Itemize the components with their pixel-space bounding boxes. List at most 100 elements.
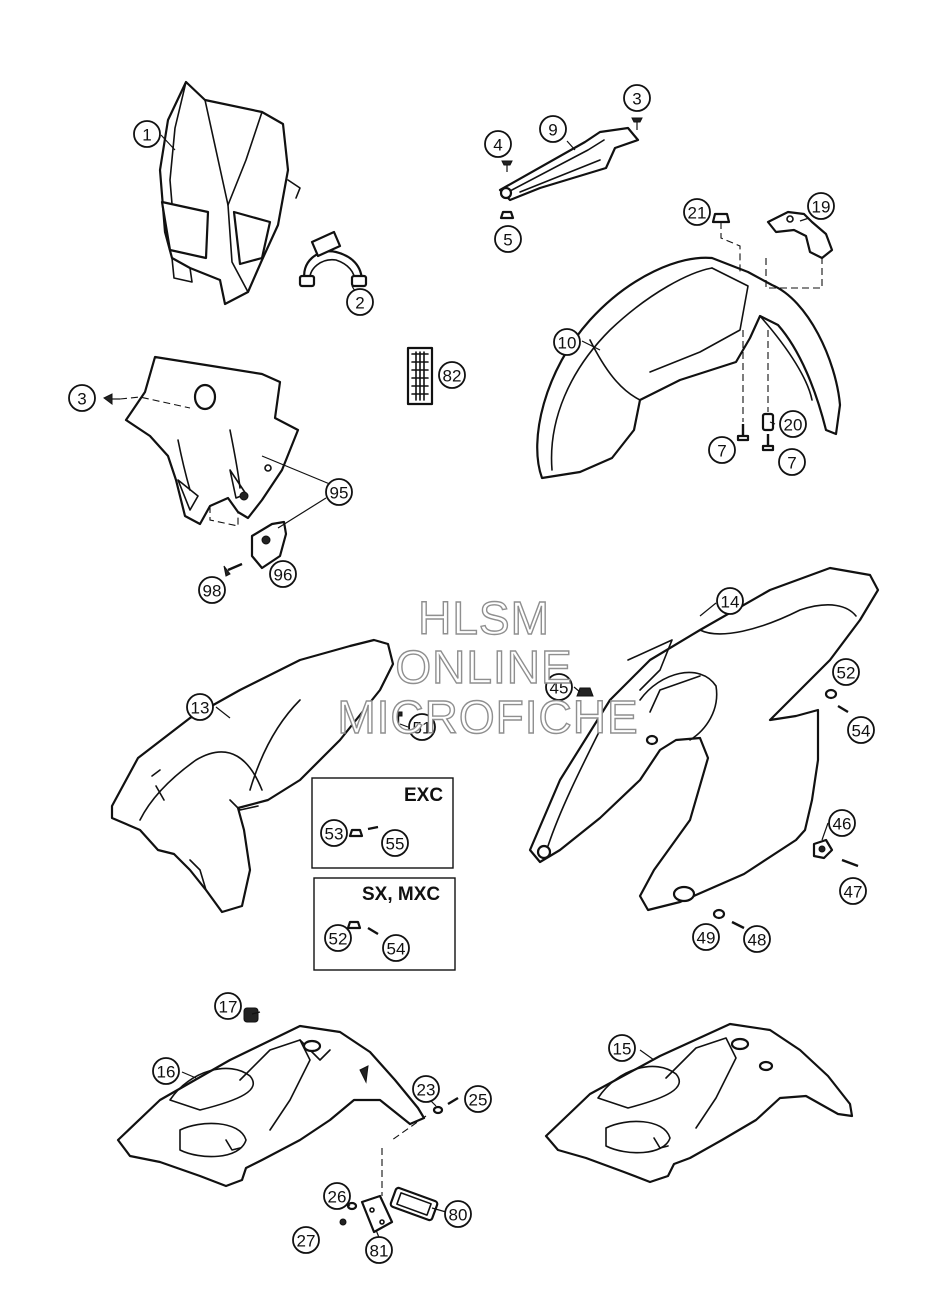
callout-25: 25 [464,1085,492,1113]
callout-3-top: 3 [623,84,651,112]
svg-text:95: 95 [330,484,349,503]
watermark-line-3: MICROFICHE [337,691,638,743]
svg-text:45: 45 [550,679,569,698]
callout-81: 81 [365,1236,393,1264]
svg-text:53: 53 [325,825,344,844]
fender-bracket-part [766,210,834,260]
screw-4-part [501,160,513,172]
svg-text:98: 98 [203,582,222,601]
rubber-46-part [812,838,834,860]
callout-3-mid: 3 [68,384,96,412]
callout-47: 47 [839,877,867,905]
washer-23-part [432,1105,444,1115]
svg-text:1: 1 [142,126,151,145]
callout-95: 95 [325,478,353,506]
callout-4: 4 [484,130,512,158]
callout-1: 1 [133,120,161,148]
svg-text:10: 10 [558,334,577,353]
callout-27: 27 [292,1226,320,1254]
svg-text:3: 3 [77,390,86,409]
screw-98-part [223,562,243,577]
callout-21: 21 [683,198,711,226]
svg-text:7: 7 [717,442,726,461]
callout-20: 20 [779,410,807,438]
svg-text:15: 15 [613,1040,632,1059]
svg-text:21: 21 [688,204,707,223]
svg-text:27: 27 [297,1232,316,1251]
callout-52-box: 52 [324,924,352,952]
callout-49: 49 [692,923,720,951]
svg-text:48: 48 [748,931,767,950]
callout-17: 17 [214,992,242,1020]
screw-47-part [841,858,859,868]
callout-16: 16 [152,1057,180,1085]
callout-14: 14 [716,587,744,615]
svg-text:3: 3 [632,90,641,109]
svg-text:23: 23 [417,1081,436,1100]
screw-54-part [837,704,849,714]
watermark-line-2: ONLINE [395,641,572,693]
svg-text:2: 2 [355,294,364,313]
svg-text:19: 19 [812,198,831,217]
svg-text:7: 7 [787,454,796,473]
nut-45-part [576,687,594,697]
screw-27-part [339,1218,347,1226]
screw-25-part [447,1096,459,1106]
screw-3-side-part [103,393,120,405]
svg-text:47: 47 [844,883,863,902]
screw-3-top-part [631,117,643,130]
front-fender-part [536,256,842,480]
reflector-part [406,346,434,406]
rear-fender-decor-15-part [544,1022,854,1184]
spacer-20-part [761,412,775,432]
svg-text:26: 26 [328,1188,347,1207]
variant-box-sx-mxc: SX, MXC [313,877,456,971]
rear-fender-decor-16-part [116,1024,426,1188]
callout-5: 5 [494,225,522,253]
svg-text:17: 17 [219,998,238,1017]
svg-text:4: 4 [493,136,502,155]
callout-82: 82 [438,361,466,389]
reflector-80-part [389,1186,439,1222]
callout-98: 98 [198,576,226,604]
callout-26: 26 [323,1182,351,1210]
svg-text:13: 13 [191,699,210,718]
side-panel-part [528,566,880,912]
callout-55: 55 [381,829,409,857]
callout-96: 96 [269,560,297,588]
headlight-mask-part [158,80,301,306]
svg-text:54: 54 [387,940,406,959]
svg-text:20: 20 [784,416,803,435]
nut-5-part [499,210,515,220]
watermark: HLSM ONLINE MICROFICHE [337,591,639,743]
callout-15: 15 [608,1034,636,1062]
callout-51: 51 [408,713,436,741]
callout-53: 53 [320,819,348,847]
callout-7b: 7 [778,448,806,476]
callout-2: 2 [346,288,374,316]
svg-text:5: 5 [503,231,512,250]
svg-text:9: 9 [548,121,557,140]
svg-text:52: 52 [329,930,348,949]
svg-text:51: 51 [413,719,432,738]
watermark-line-1: HLSM [418,592,550,644]
callout-54-right: 54 [847,716,875,744]
washer-52-part [824,688,838,700]
callout-9: 9 [539,115,567,143]
callout-52-right: 52 [832,658,860,686]
bumper-17-part [243,1007,259,1023]
svg-text:80: 80 [449,1206,468,1225]
headlight-bracket-part [298,230,368,288]
rear-fender-part [110,638,395,914]
svg-text:25: 25 [469,1091,488,1110]
svg-text:14: 14 [721,593,740,612]
callout-23: 23 [412,1075,440,1103]
nut-26-part [346,1201,358,1211]
svg-text:54: 54 [852,722,871,741]
screw-48-part [731,920,745,930]
callout-7a: 7 [708,436,736,464]
number-plate-strip-part [498,126,640,202]
callout-19: 19 [807,192,835,220]
number-plate-holder-part [250,520,288,570]
